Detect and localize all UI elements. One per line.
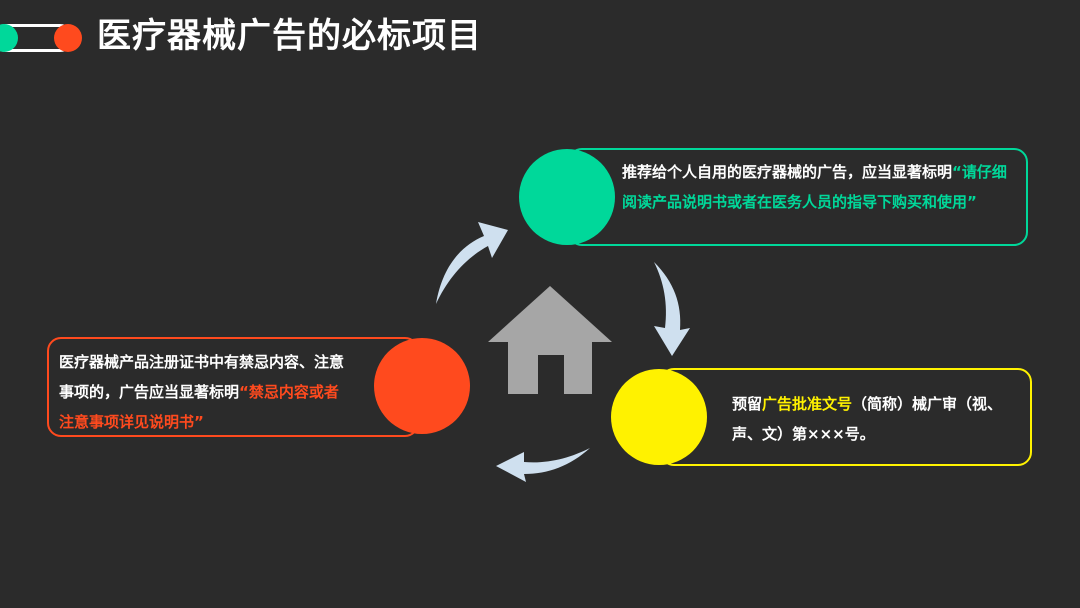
card-contraindications: 医疗器械产品注册证书中有禁忌内容、注意事项的，广告应当显著标明“禁忌内容或者注意… xyxy=(47,337,419,437)
logo-dot-red xyxy=(54,24,82,52)
card-text-suffix: （简称）械广审（视、声、文）第×××号。 xyxy=(732,395,1003,443)
card-text: 医疗器械产品注册证书中有禁忌内容、注意事项的，广告应当显著标明 xyxy=(59,353,345,401)
circle-yellow xyxy=(611,369,707,465)
card-highlight: “请仔细阅读产品说明书或者在医务人员的指导下购买和使用” xyxy=(622,163,1007,211)
curved-arrow-icon xyxy=(496,448,590,482)
card-personal-use-notice: 推荐给个人自用的医疗器械的广告，应当显著标明“请仔细阅读产品说明书或者在医务人员… xyxy=(568,148,1028,246)
card-text: 推荐给个人自用的医疗器械的广告，应当显著标明 xyxy=(622,163,953,181)
curved-arrow-icon xyxy=(436,222,508,304)
card-highlight: “禁忌内容或者注意事项详见说明书” xyxy=(59,383,339,431)
card-approval-number: 预留广告批准文号（简称）械广审（视、声、文）第×××号。 xyxy=(660,368,1032,466)
card-text: 预留 xyxy=(732,395,763,413)
page-title: 医疗器械广告的必标项目 xyxy=(97,16,482,56)
circle-red xyxy=(374,338,470,434)
house-icon xyxy=(488,286,612,394)
circle-green xyxy=(519,149,615,245)
card-highlight: 广告批准文号 xyxy=(762,395,853,413)
logo-dot-green xyxy=(0,24,18,52)
curved-arrow-icon xyxy=(654,262,690,356)
